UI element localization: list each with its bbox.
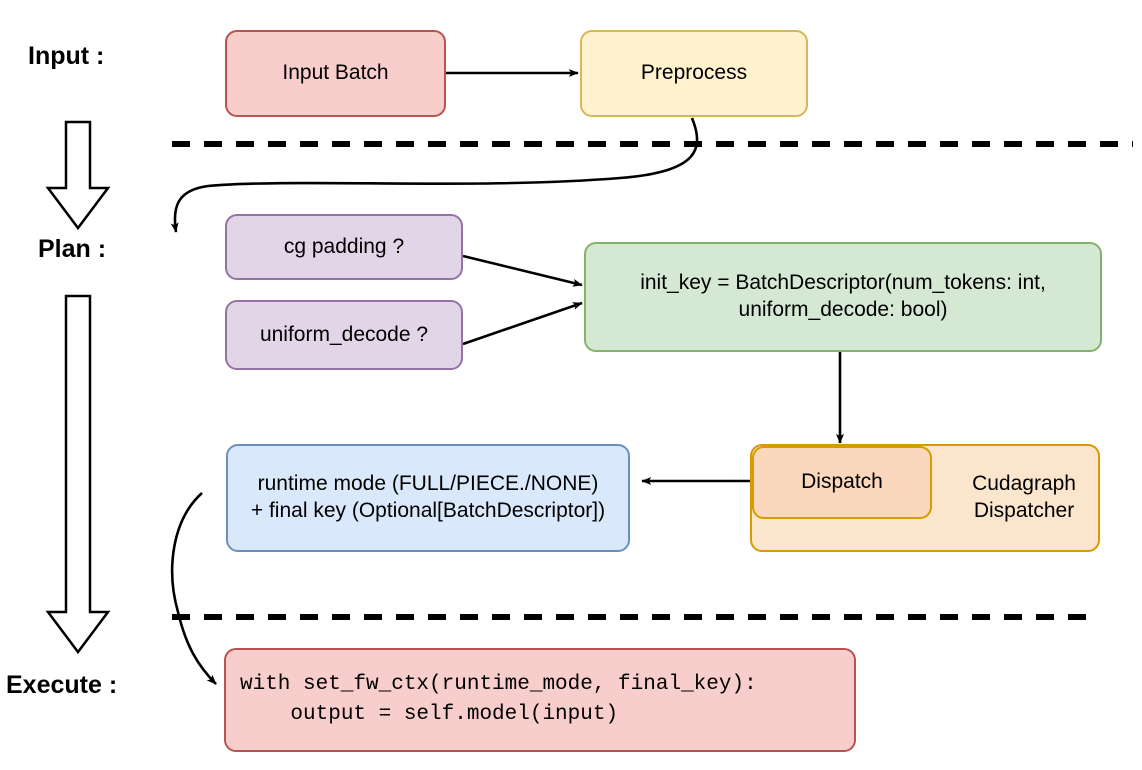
stage-label-plan: Plan :	[38, 235, 107, 263]
node-cudagraph-dispatcher-line1: Cudagraph	[972, 472, 1076, 496]
node-cg-padding-label: cg padding ?	[283, 234, 405, 258]
node-uniform-decode-label: uniform_decode ?	[259, 322, 429, 346]
node-execute-code[interactable]: with set_fw_ctx(runtime_mode, final_key)…	[224, 648, 856, 752]
stage-label-execute: Execute :	[6, 671, 118, 699]
node-init-key-line2: uniform_decode: bool)	[738, 298, 948, 321]
node-input-batch-label: Input Batch	[282, 61, 389, 85]
stage-label-input: Input :	[28, 42, 105, 70]
edge-runtime-mode-to-execute-code	[170, 492, 217, 685]
node-init-key[interactable]: init_key = BatchDescriptor(num_tokens: i…	[584, 242, 1102, 352]
node-execute-code-line2: output = self.model(input)	[240, 703, 619, 726]
node-cudagraph-dispatcher-line2: Dispatcher	[973, 499, 1075, 522]
node-preprocess[interactable]: Preprocess	[580, 30, 808, 117]
node-input-batch[interactable]: Input Batch	[225, 30, 446, 117]
node-runtime-mode-line1: runtime mode (FULL/PIECE./NONE)	[257, 472, 599, 496]
stage-arrow-input-to-plan	[45, 120, 111, 231]
edge-cg-padding-to-init-key	[462, 254, 583, 287]
node-cg-padding[interactable]: cg padding ?	[225, 214, 463, 280]
node-dispatch[interactable]: Dispatch	[752, 446, 932, 519]
node-runtime-mode[interactable]: runtime mode (FULL/PIECE./NONE) + final …	[226, 444, 630, 552]
node-dispatch-label: Dispatch	[801, 470, 883, 494]
node-uniform-decode[interactable]: uniform_decode ?	[225, 300, 463, 370]
stage-arrow-plan-to-execute	[45, 294, 111, 655]
node-runtime-mode-line2: + final key (Optional[BatchDescriptor])	[250, 499, 606, 522]
node-execute-code-line1: with set_fw_ctx(runtime_mode, final_key)…	[240, 672, 757, 696]
edge-uniform-decode-to-init-key	[462, 301, 583, 346]
node-init-key-line1: init_key = BatchDescriptor(num_tokens: i…	[640, 271, 1046, 295]
node-preprocess-label: Preprocess	[640, 61, 748, 85]
